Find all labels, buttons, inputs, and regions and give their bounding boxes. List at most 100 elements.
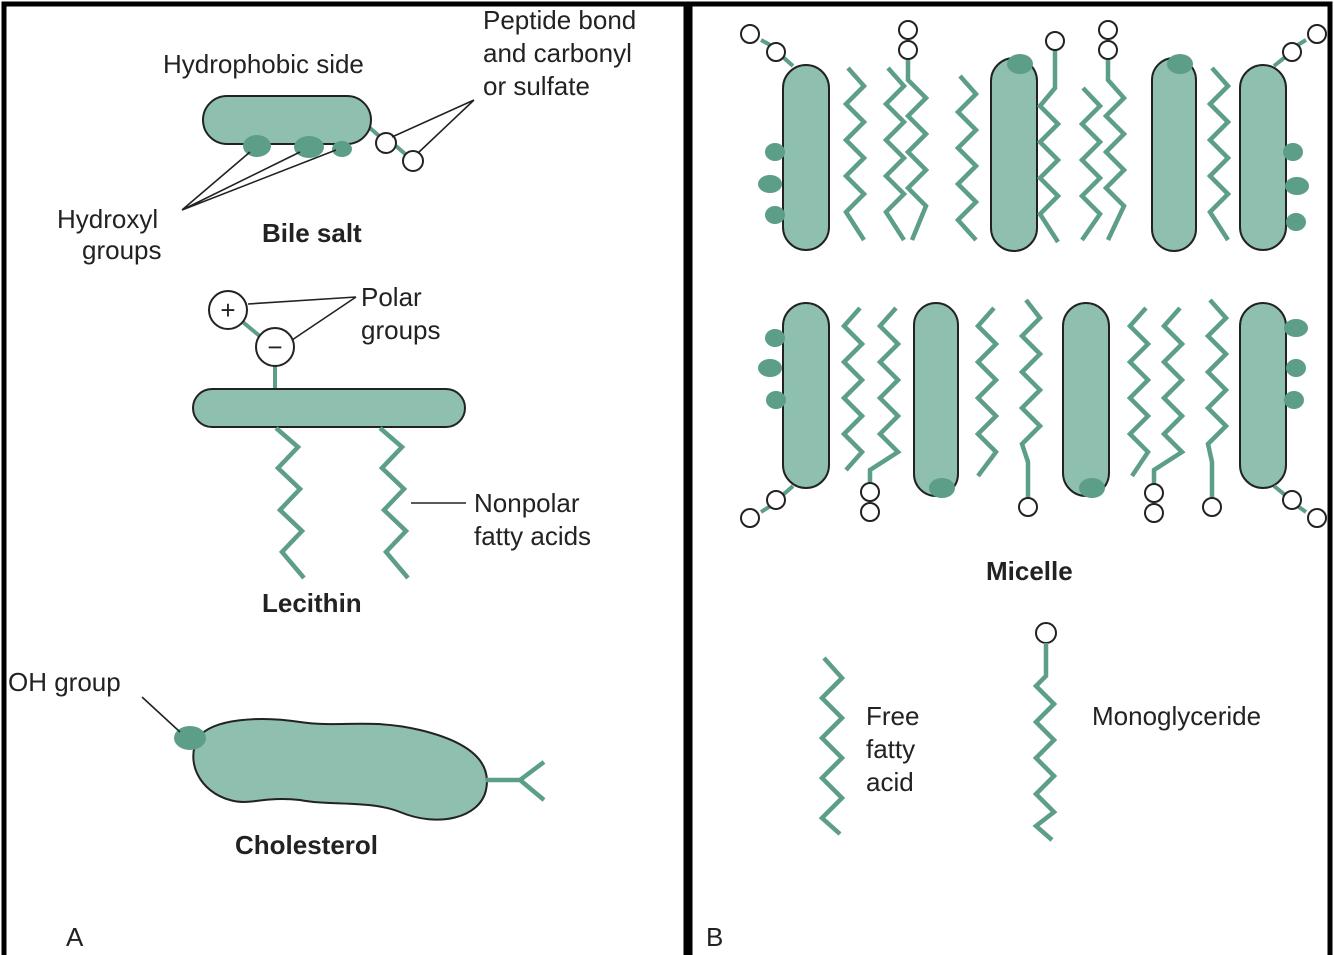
head-circle (766, 490, 786, 510)
head-group (1007, 54, 1033, 74)
legend-monoglyceride-icon (1032, 643, 1058, 842)
oh-group (174, 726, 206, 750)
hydroxyl-group (765, 329, 785, 347)
free-fatty-acid-chain (1126, 306, 1152, 478)
hydroxyl-group (332, 141, 352, 157)
minus-polar-group (255, 327, 295, 367)
plus-polar-group (208, 290, 248, 330)
monoglyceride-chain (904, 60, 930, 241)
legend-monoglyceride-label: Monoglyceride (1092, 701, 1261, 731)
head-group (1079, 478, 1105, 498)
hydroxyl-group (1286, 213, 1306, 231)
lecithin-fatty-acid-chain (274, 426, 306, 580)
hydroxyl-group (294, 136, 324, 158)
head-circle (1098, 20, 1118, 40)
panel-a: Hydrophobic side Peptide bond and carbon… (8, 5, 643, 952)
monoglyceride-chain (1018, 298, 1044, 497)
head-circle (860, 502, 880, 522)
hydroxyl-group (758, 359, 782, 377)
nonpolar-fatty-acids-label: Nonpolar fatty acids (474, 488, 591, 551)
head-circle (1307, 508, 1327, 528)
micelle-upper-row (740, 20, 1327, 252)
free-fatty-acid-chain (974, 306, 1000, 478)
plus-sign: + (220, 295, 235, 325)
cholesterol-side-chain (486, 760, 546, 802)
panel-b-letter: B (706, 922, 723, 952)
head-circle (1045, 31, 1065, 51)
panel-b: Micelle Free fatty acid Monoglyceride B (706, 20, 1327, 952)
free-fatty-acid-chain (1078, 86, 1104, 242)
head-circle (860, 482, 880, 502)
monoglyceride-chain (1204, 298, 1230, 497)
hydroxyl-leader-lines (181, 149, 337, 211)
free-fatty-acid-chain (842, 66, 868, 242)
legend-monoglyceride-head (1035, 622, 1057, 644)
lecithin-molecule: + − (192, 290, 466, 580)
hydroxyl-group (766, 391, 786, 409)
hydrophobic-side-label: Hydrophobic side (163, 49, 364, 79)
bile-salt-vertical (1151, 57, 1197, 252)
bile-salt-body (202, 95, 372, 145)
panel-a-frame (1, 1, 689, 955)
hydroxyl-group (765, 206, 785, 224)
hydroxyl-group (1284, 391, 1304, 409)
hydroxyl-group (243, 135, 271, 157)
cholesterol-body (192, 718, 488, 821)
carbonyl-circle (375, 132, 397, 154)
head-group (1167, 54, 1193, 74)
panel-a-letter: A (66, 922, 84, 952)
head-circle (1144, 483, 1164, 503)
lecithin-fatty-acid-chain (378, 426, 410, 580)
bile-salt-vertical (1239, 64, 1287, 251)
head-group (929, 478, 955, 498)
free-fatty-acid-chain (954, 74, 980, 242)
head-circle (1307, 24, 1327, 44)
peptide-bond-label: Peptide bond and carbonyl or sulfate (483, 5, 643, 101)
monoglyceride-chain (867, 306, 902, 482)
bile-salt-title: Bile salt (262, 218, 362, 248)
monoglyceride-chain (1036, 50, 1062, 244)
polar-groups-label: Polar groups (361, 282, 441, 345)
bile-salt-vertical (1239, 302, 1287, 489)
bile-salt-vertical (990, 57, 1038, 252)
legend-free-fatty-acid-label: Free fatty acid (866, 701, 927, 797)
bile-salt-vertical (782, 302, 830, 489)
free-fatty-acid-chain (1206, 66, 1232, 242)
minus-sign: − (267, 332, 282, 362)
monoglyceride-chain (1151, 306, 1186, 483)
panel-b-frame (687, 1, 1333, 955)
head-circle (1018, 497, 1038, 517)
head-circle (1098, 40, 1118, 60)
head-circle (766, 42, 786, 62)
free-fatty-acid-chain (882, 66, 908, 242)
head-circle (1144, 503, 1164, 523)
head-circle (898, 20, 918, 40)
bile-salt-molecule (202, 95, 424, 172)
hydroxyl-group (1286, 359, 1306, 377)
legend-free-fatty-acid-icon (818, 656, 846, 836)
micelle-lower-row (740, 298, 1327, 528)
hydroxyl-group (1284, 319, 1308, 337)
monoglyceride-chain (1102, 60, 1128, 241)
bile-salt-vertical (913, 302, 959, 497)
polar-leader-lines (247, 296, 357, 341)
bile-salt-vertical (1062, 302, 1110, 497)
head-circle (1282, 490, 1302, 510)
bile-salt-vertical (782, 64, 830, 251)
hydroxyl-group (1283, 143, 1303, 161)
lecithin-title: Lecithin (262, 588, 362, 618)
cholesterol-molecule (174, 718, 546, 821)
head-circle (1282, 42, 1302, 62)
hydroxyl-group (1285, 177, 1309, 195)
free-fatty-acid-chain (840, 306, 866, 472)
head-circle (740, 24, 760, 44)
peptide-leader-lines (391, 99, 475, 154)
hydroxyl-groups-label: Hydroxyl groups (57, 204, 165, 265)
oh-group-label: OH group (8, 667, 121, 697)
legend: Free fatty acid Monoglyceride (818, 622, 1261, 842)
oh-leader-line (141, 696, 181, 733)
cholesterol-title: Cholesterol (235, 830, 378, 860)
head-circle (898, 40, 918, 60)
micelle-title: Micelle (986, 556, 1073, 586)
